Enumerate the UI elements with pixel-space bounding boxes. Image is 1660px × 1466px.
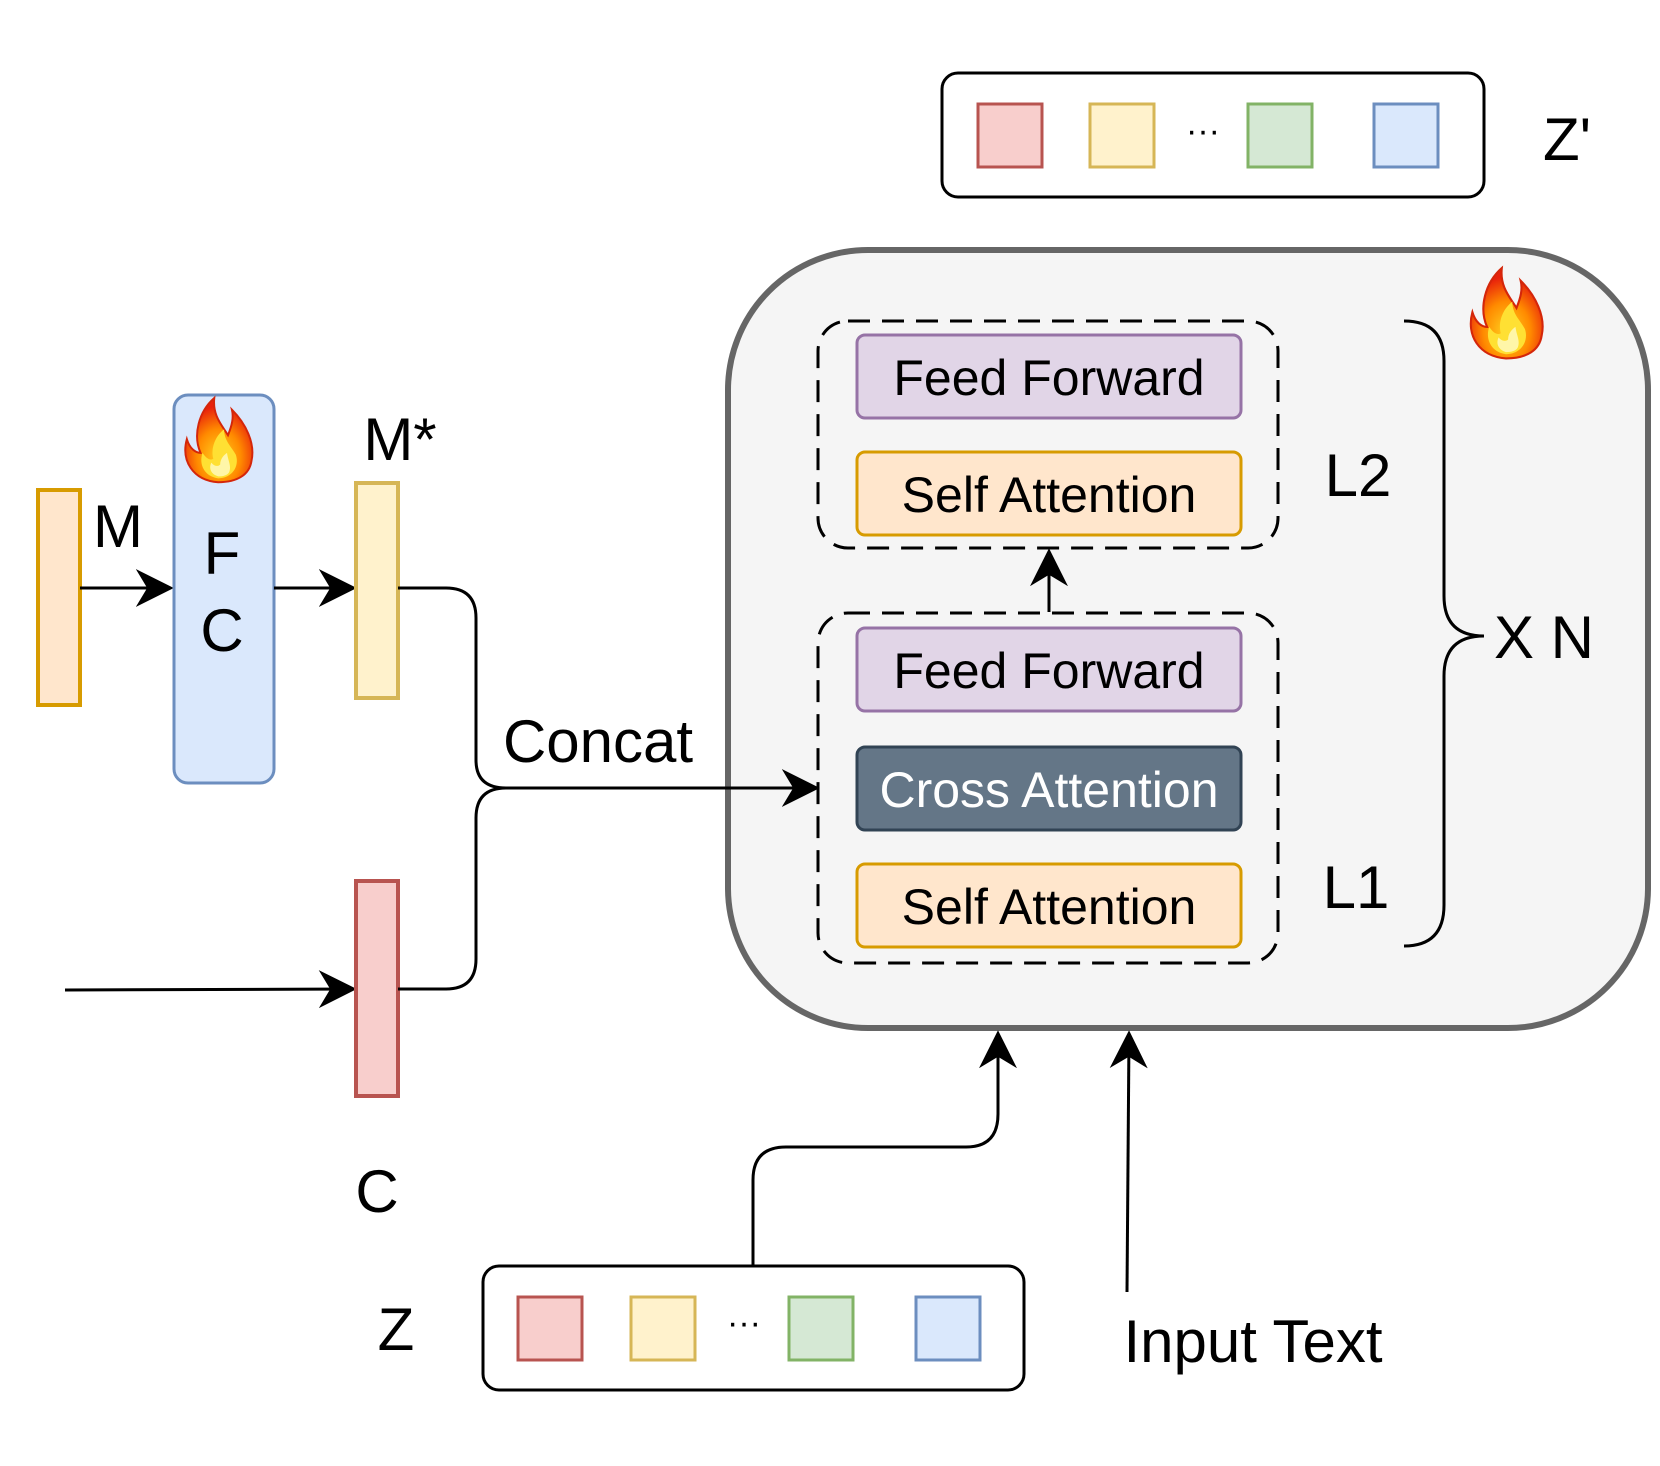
l1-cross-attention-block [855, 745, 1243, 832]
repeat-brace [1403, 319, 1485, 948]
mstar-concat-line [398, 586, 507, 790]
l2-self-attention-block [855, 450, 1243, 537]
m-star-vector [354, 481, 400, 700]
z-token-yellow [629, 1295, 697, 1362]
z-token-blue [914, 1295, 982, 1362]
l1-self-attention-block [855, 862, 1243, 949]
z-prime-label: Z' [1543, 106, 1591, 173]
z-prime-ellipsis: ··· [1186, 112, 1220, 150]
l2-feed-forward-label: Feed Forward [893, 350, 1204, 406]
z-to-transformer-arrow [751, 1030, 1017, 1266]
fc-label-f: F [204, 520, 241, 587]
fc-label-c: C [200, 597, 243, 664]
c-concat-line [398, 786, 507, 991]
l1-self-attention-label: Self Attention [902, 879, 1197, 935]
l2-group [816, 319, 1280, 550]
z-prime-token-yellow [1088, 102, 1156, 169]
c-vector [354, 879, 400, 1098]
repeat-label: X N [1494, 604, 1594, 671]
input-to-c-arrow [64, 970, 357, 1009]
z-label: Z [378, 1296, 415, 1363]
input-text-arrow [1109, 1030, 1148, 1293]
l1-feed-forward-label: Feed Forward [893, 643, 1204, 699]
z-token-red [516, 1295, 584, 1362]
concat-label: Concat [503, 708, 693, 775]
z-prime-container [940, 71, 1486, 199]
l2-feed-forward-block [855, 333, 1243, 420]
c-label: C [355, 1158, 398, 1225]
m-vector [36, 488, 82, 707]
z-prime-token-red [976, 102, 1044, 169]
l1-label: L1 [1323, 854, 1390, 921]
l2-label: L2 [1325, 442, 1392, 509]
l1-cross-attention-label: Cross Attention [879, 762, 1218, 818]
z-prime-token-blue [1372, 102, 1440, 169]
z-ellipsis: ··· [727, 1304, 761, 1342]
m-star-label: M* [363, 406, 436, 473]
m-label: M [93, 493, 143, 560]
z-prime-token-green [1246, 102, 1314, 169]
z-token-green [787, 1295, 855, 1362]
l2-self-attention-label: Self Attention [902, 467, 1197, 523]
input-text-label: Input Text [1123, 1308, 1382, 1375]
l1-feed-forward-block [855, 626, 1243, 713]
